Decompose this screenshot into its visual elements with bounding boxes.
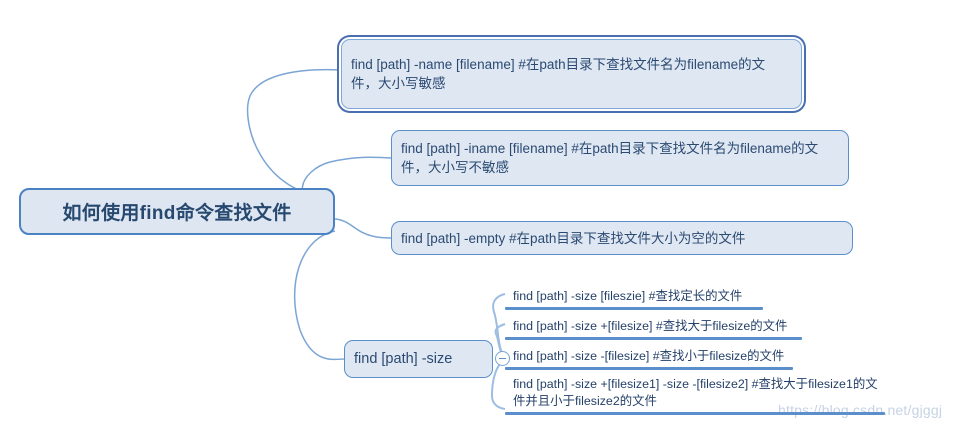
branch-node-size[interactable]: find [path] -size — [344, 340, 493, 378]
leaf-item-size-fixed[interactable]: find [path] -size [fileszie] #查找定长的文件 — [505, 288, 763, 310]
connector-root-to-size — [293, 230, 345, 361]
minus-icon[interactable] — [495, 351, 510, 366]
root-node-label: 如何使用find命令查找文件 — [62, 203, 292, 224]
branch-node-name[interactable]: find [path] -name [filename] #在path目录下查找… — [341, 39, 802, 109]
leaf-item-size-less-label: find [path] -size -[filesize] #查找小于files… — [513, 349, 785, 363]
branch-node-empty[interactable]: find [path] -empty #在path目录下查找文件大小为空的文件 — [391, 221, 853, 255]
root-node[interactable]: 如何使用find命令查找文件 — [19, 188, 335, 235]
leaf-item-size-greater[interactable]: find [path] -size +[filesize] #查找大于files… — [505, 318, 802, 340]
leaf-underline — [505, 337, 802, 340]
branch-node-size-label: find [path] -size — [354, 350, 453, 367]
branch-node-iname-label: find [path] -iname [filename] #在path目录下查… — [401, 141, 819, 175]
leaf-underline — [505, 307, 763, 310]
leaf-underline — [505, 412, 885, 415]
connector-root-to-name — [246, 68, 342, 199]
leaf-item-size-greater-label: find [path] -size +[filesize] #查找大于files… — [513, 319, 788, 333]
leaf-item-size-range[interactable]: find [path] -size +[filesize1] -size -[f… — [505, 376, 885, 415]
leaf-item-size-less[interactable]: find [path] -size -[filesize] #查找小于files… — [505, 348, 793, 370]
connector-root-to-empty — [334, 218, 392, 239]
branch-node-empty-label: find [path] -empty #在path目录下查找文件大小为空的文件 — [401, 230, 746, 246]
leaf-item-size-range-label: find [path] -size +[filesize1] -size -[f… — [513, 377, 878, 408]
leaf-item-size-fixed-label: find [path] -size [fileszie] #查找定长的文件 — [513, 289, 743, 303]
branch-node-iname[interactable]: find [path] -iname [filename] #在path目录下查… — [391, 130, 849, 186]
leaf-underline — [505, 367, 793, 370]
branch-node-name-label: find [path] -name [filename] #在path目录下查找… — [351, 57, 766, 91]
